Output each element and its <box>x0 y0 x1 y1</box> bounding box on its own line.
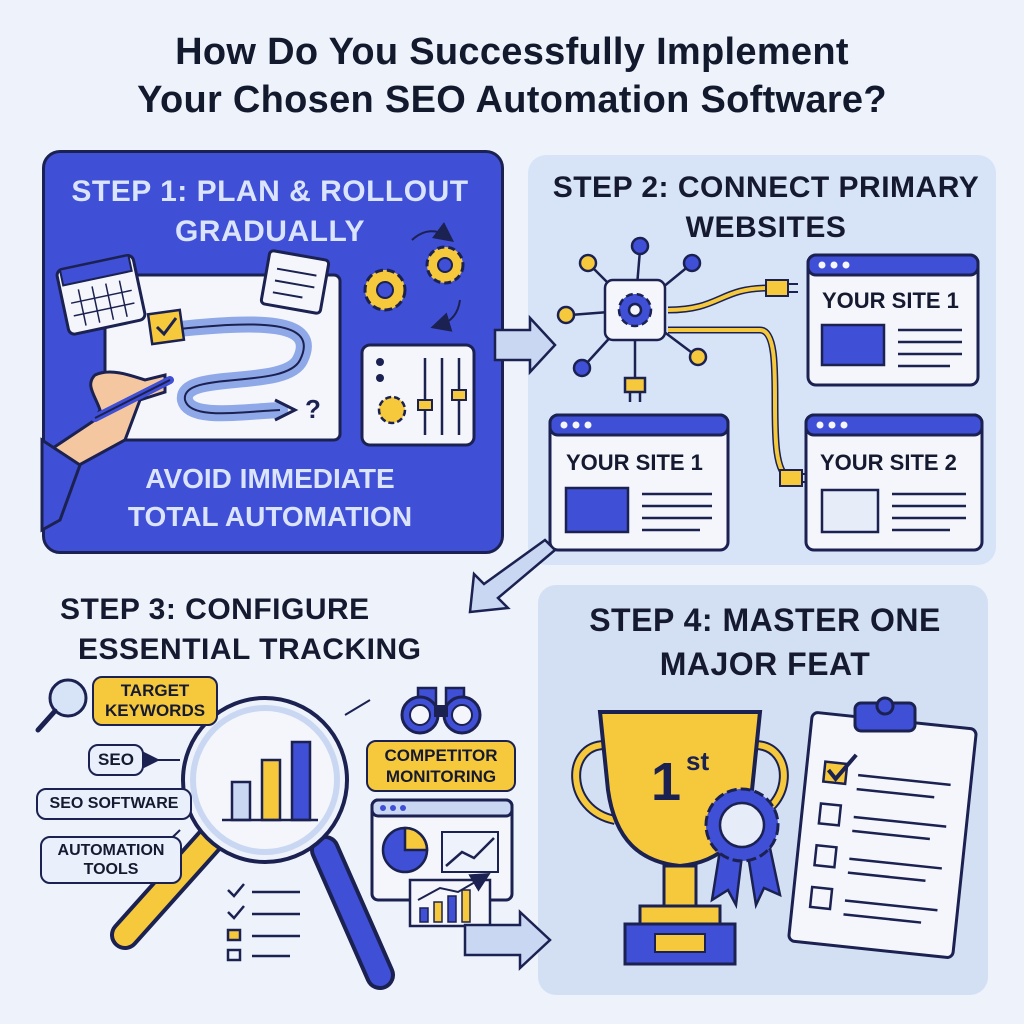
site-label-top-right: YOUR SITE 1 <box>822 288 959 313</box>
website-window-left <box>548 413 730 552</box>
small-magnifier-icon <box>35 678 88 733</box>
sticky-check-icon <box>146 308 186 346</box>
step1-note-line2: TOTAL AUTOMATION <box>127 501 413 532</box>
step1-note-line1: AVOID IMMEDIATE <box>145 463 395 494</box>
step1-note: AVOID IMMEDIATE TOTAL AUTOMATION <box>60 460 480 536</box>
automation-tools-tag: AUTOMATION TOOLS <box>40 836 182 884</box>
hand-with-pen-icon <box>40 370 174 533</box>
step1-heading-line2: GRADUALLY <box>174 215 366 248</box>
automation-tools-line1: AUTOMATION <box>57 842 165 859</box>
automation-tools-line2: TOOLS <box>83 861 139 878</box>
arrow-step2-to-step3 <box>468 538 557 614</box>
step3-heading-line1: STEP 3: CONFIGURE <box>60 593 370 626</box>
step3-heading: STEP 3: CONFIGURE ESSENTIAL TRACKING <box>40 590 500 670</box>
step4-heading: STEP 4: MASTER ONE MAJOR FEAT <box>540 598 990 686</box>
step1-heading: STEP 1: PLAN & ROLLOUT GRADUALLY <box>60 172 480 252</box>
competitor-monitoring-line2: MONITORING <box>385 767 497 786</box>
arrow-step1-to-step2 <box>493 314 557 376</box>
website-window-bottom-right <box>804 413 984 552</box>
trophy-rank-suffix: st <box>686 746 709 776</box>
site-label-bottom-right: YOUR SITE 2 <box>820 450 957 475</box>
growth-bar-chart-icon <box>408 872 492 928</box>
title-line-1: How Do You Successfully Implement <box>175 31 849 73</box>
control-panel-icon <box>360 343 476 447</box>
question-mark: ? <box>305 394 321 424</box>
binoculars-icon <box>400 686 482 735</box>
step1-heading-line1: STEP 1: PLAN & ROLLOUT <box>71 175 469 208</box>
site-label-left: YOUR SITE 1 <box>566 450 703 475</box>
step3-heading-line2: ESSENTIAL TRACKING <box>78 633 422 666</box>
step2-heading: STEP 2: CONNECT PRIMARY WEBSITES <box>536 168 996 248</box>
arrow-step3-to-step4 <box>463 909 552 971</box>
step2-heading-line2: WEBSITES <box>685 211 847 244</box>
step4-heading-line1: STEP 4: MASTER ONE <box>589 602 941 638</box>
hub-network-icon <box>556 236 708 402</box>
website-window-top-right <box>806 253 980 387</box>
checklist-icon <box>226 883 300 962</box>
trophy-rank-number: 1 <box>651 752 681 812</box>
notepad-icon <box>259 249 331 315</box>
target-keywords-tag: TARGET KEYWORDS <box>92 676 218 726</box>
target-keywords-line1: TARGET <box>120 681 190 700</box>
ribbon-badge-icon <box>704 787 782 910</box>
step4-heading-line2: MAJOR FEAT <box>659 646 871 682</box>
step2-heading-line1: STEP 2: CONNECT PRIMARY <box>552 171 980 204</box>
competitor-monitoring-tag: COMPETITOR MONITORING <box>366 740 516 792</box>
gears-icon <box>363 222 465 332</box>
title-line-2: Your Chosen SEO Automation Software? <box>137 79 887 121</box>
target-keywords-line2: KEYWORDS <box>104 701 206 720</box>
seo-tag: SEO <box>88 744 144 776</box>
seo-software-tag: SEO SOFTWARE <box>36 788 192 820</box>
page-title: How Do You Successfully Implement Your C… <box>0 28 1024 124</box>
calendar-icon <box>55 254 147 336</box>
cables <box>667 279 812 487</box>
big-magnifier-icon <box>110 696 395 990</box>
competitor-monitoring-line1: COMPETITOR <box>384 746 498 765</box>
clipboard-checklist-icon <box>787 696 978 959</box>
